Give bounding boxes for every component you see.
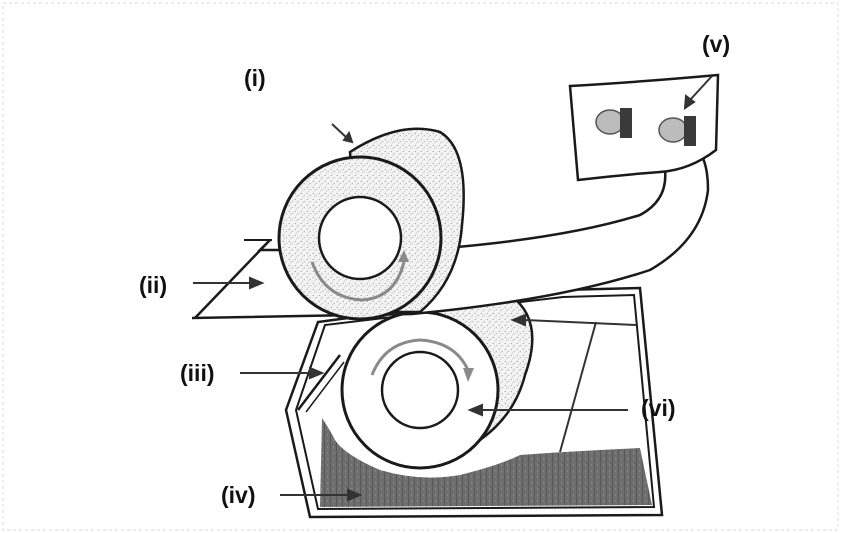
label-vi: (vi) — [641, 395, 676, 421]
rotation-arrow-icon — [370, 338, 470, 376]
arrowhead-icon — [398, 250, 409, 262]
printed-sheet — [568, 73, 720, 182]
label-v: (v) — [702, 31, 730, 57]
gravure-cylinder — [340, 282, 534, 470]
label-iii: (iii) — [180, 360, 215, 386]
label-iv: (iv) — [221, 482, 256, 508]
ink-bath — [320, 418, 652, 507]
printed-image-icon — [595, 108, 696, 146]
label-ii: (ii) — [139, 272, 167, 298]
rotation-arrow-icon — [310, 261, 406, 302]
arrowhead-icon — [463, 368, 474, 382]
impression-roller — [277, 127, 465, 321]
doctor-blade — [297, 354, 345, 413]
label-i: (i) — [244, 65, 266, 91]
leader-arrows — [193, 75, 713, 502]
